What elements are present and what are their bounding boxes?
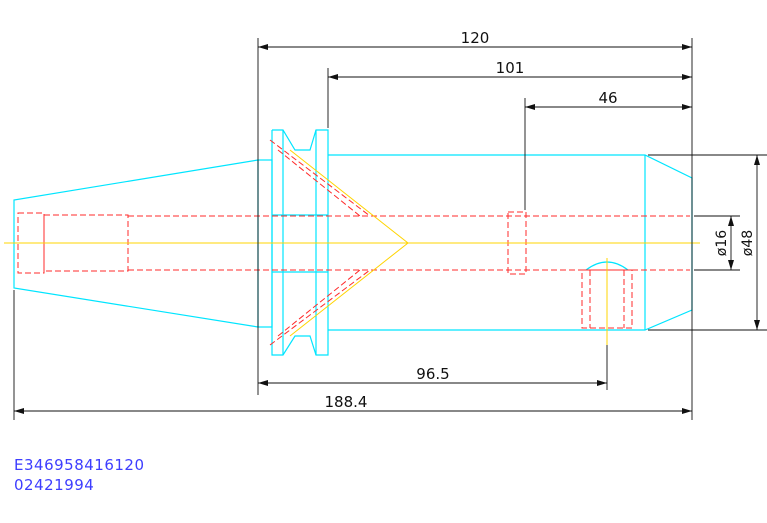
dim-text-dia16: ø16	[714, 230, 730, 256]
part-number-line-2: 02421994	[14, 476, 95, 494]
drill-point-axis	[289, 149, 409, 337]
dim-text-46: 46	[598, 89, 617, 107]
dim-text-96-5: 96.5	[416, 365, 449, 383]
part-number-line-1: E346958416120	[14, 456, 145, 474]
drill-cone-outer-b	[269, 269, 371, 346]
drill-cone-inner	[277, 149, 361, 217]
drill-cone-inner-b	[277, 269, 361, 337]
arrowheads	[14, 44, 760, 414]
dim-text-120: 120	[461, 29, 490, 47]
hidden-lines	[17, 139, 690, 346]
drill-cone-outer	[269, 139, 371, 217]
dim-text-dia48: ø48	[740, 230, 756, 256]
dim-text-101: 101	[496, 59, 525, 77]
dim-text-188-4: 188.4	[325, 393, 368, 411]
centerlines	[4, 149, 700, 345]
taper-outline	[13, 159, 259, 328]
